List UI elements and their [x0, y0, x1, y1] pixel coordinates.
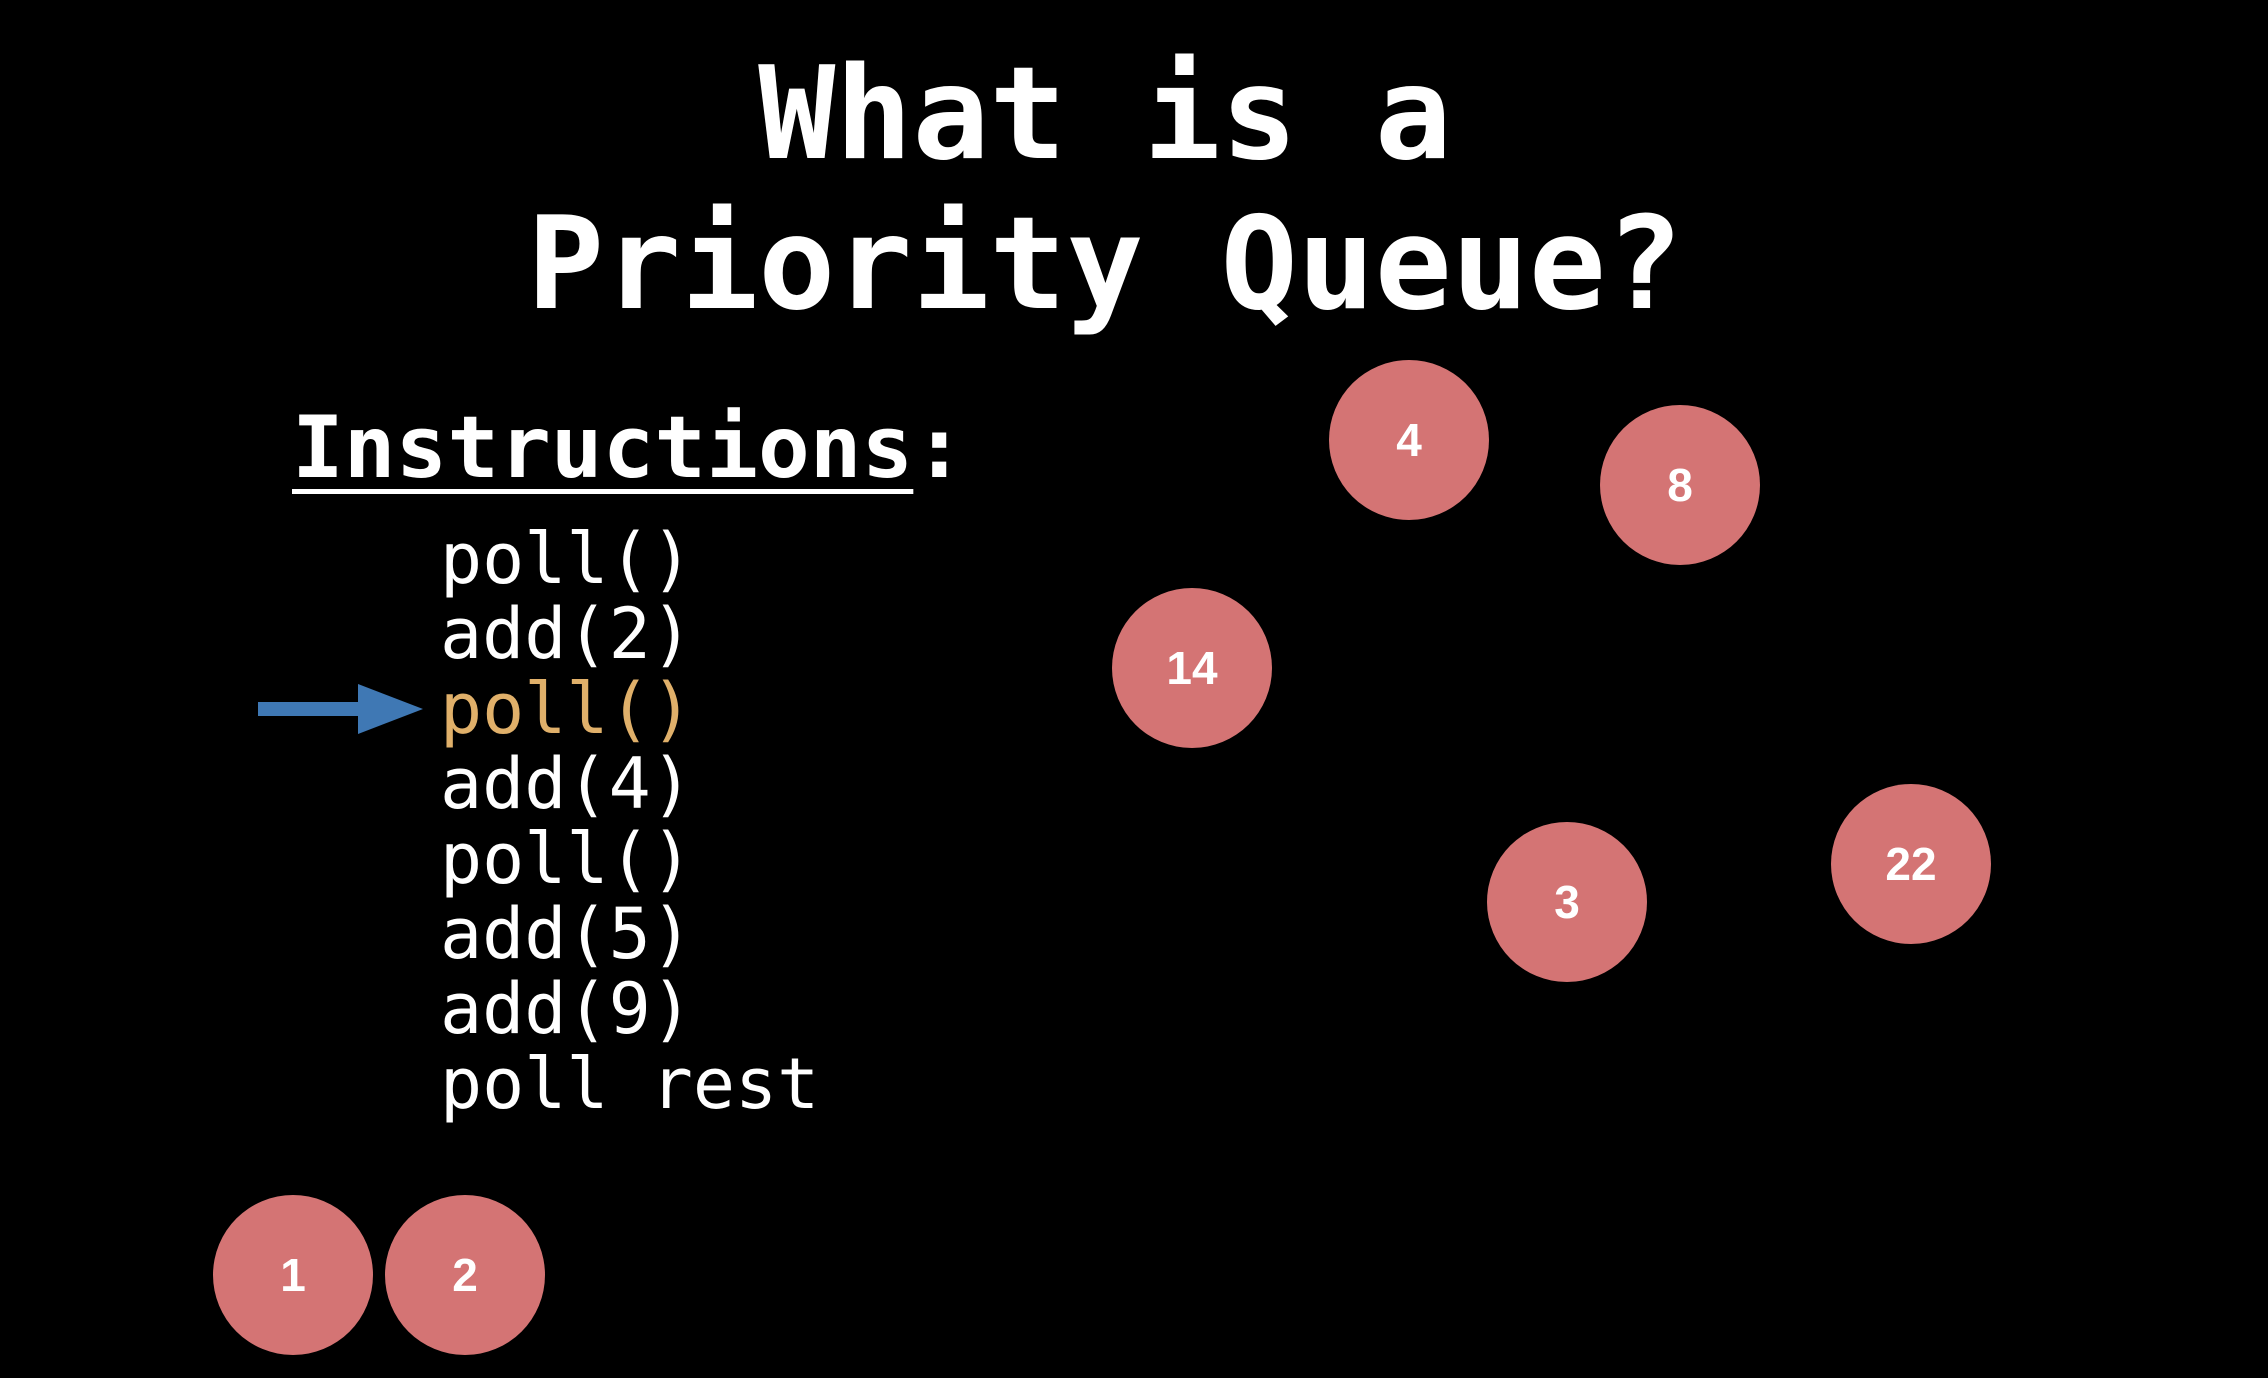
instruction-item: poll rest — [440, 1043, 820, 1125]
instructions-heading: Instructions: — [292, 398, 965, 498]
instruction-item: add(5) — [440, 893, 693, 975]
right-arrow-icon — [258, 684, 423, 734]
instruction-item: add(4) — [440, 743, 693, 825]
queue-node-3: 3 — [1487, 822, 1647, 982]
instruction-item: poll() — [440, 518, 693, 600]
title-line-1: What is a — [758, 40, 1452, 189]
queue-node-14: 14 — [1112, 588, 1272, 748]
title-line-2: Priority Queue? — [527, 190, 1683, 339]
instruction-list: poll() add(2) poll() add(4) poll() add(5… — [440, 522, 819, 1122]
polled-node-2: 2 — [385, 1195, 545, 1355]
slide-title: What is a Priority Queue? — [0, 40, 2210, 340]
queue-node-8: 8 — [1600, 405, 1760, 565]
queue-node-22: 22 — [1831, 784, 1991, 944]
instruction-item: add(9) — [440, 968, 693, 1050]
instruction-item-current: poll() — [440, 668, 693, 750]
instruction-item: add(2) — [440, 593, 693, 675]
instructions-heading-text: Instructions — [292, 398, 914, 498]
instructions-heading-colon: : — [913, 398, 966, 498]
instruction-item: poll() — [440, 818, 693, 900]
queue-node-4: 4 — [1329, 360, 1489, 520]
polled-node-1: 1 — [213, 1195, 373, 1355]
